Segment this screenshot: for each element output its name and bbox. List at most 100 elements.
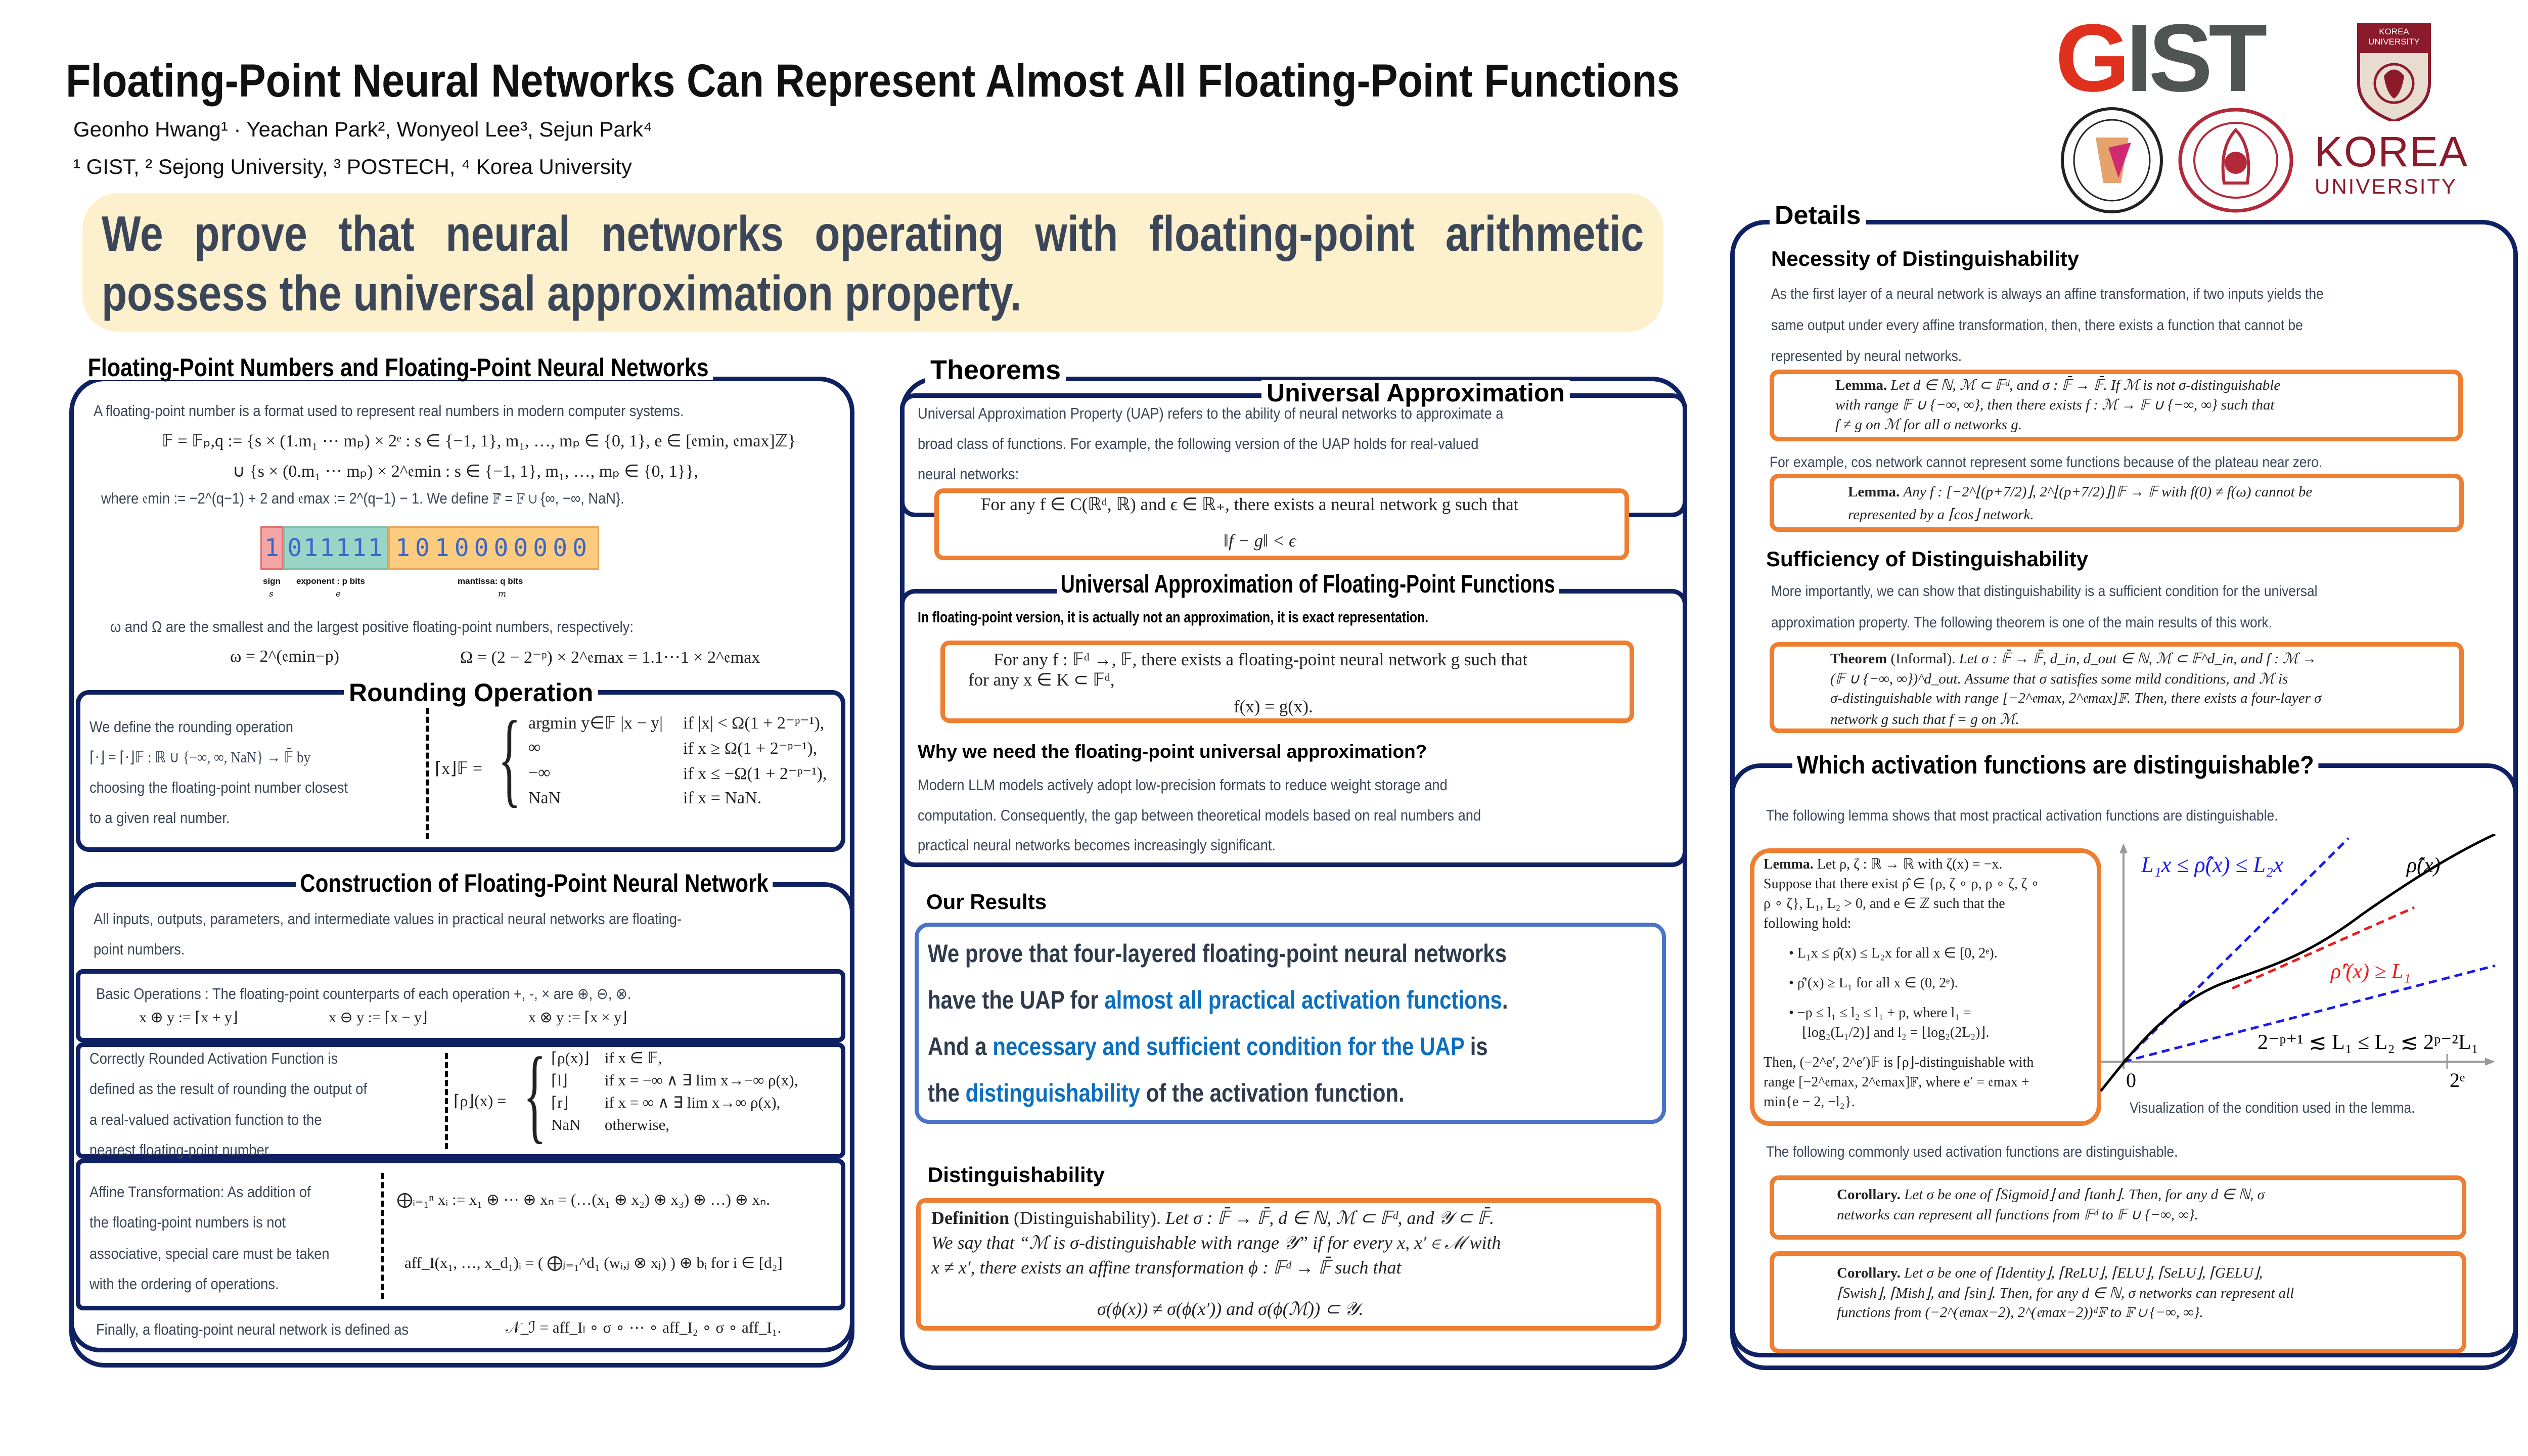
lemma-line: Suppose that there exist ρ̂ ∈ {ρ, ζ ∘ ρ,… [1764, 876, 2040, 892]
bullet-text: L₁x ≤ ρ̂(x) ≤ L₂x for all x ∈ [0, 2ᵉ). [1797, 945, 1998, 961]
fp-approximation-title: Universal Approximation of Floating-Poin… [1057, 571, 1559, 597]
poster-title: Floating-Point Neural Networks Can Repre… [66, 55, 1680, 107]
definition-line1: Definition (Distinguishability). Let σ :… [931, 1207, 1494, 1229]
activation-box [76, 1042, 845, 1159]
case-value: argmin y∈𝔽 |x − y| [528, 714, 663, 733]
which-intro: The following lemma shows that most prac… [1766, 807, 2278, 824]
mantissa-bits: 1010000000 [388, 526, 599, 570]
rounding-operation-title: Rounding Operation [344, 680, 599, 705]
oplus-def: x ⊕ y := ⌈x + y⌋ [139, 1009, 238, 1026]
theorem-line3: σ-distinguishable with range [−2^𝔢max, 2… [1830, 690, 2322, 706]
text: have the UAP for [928, 986, 1105, 1014]
ua-text-2: broad class of functions. For example, t… [918, 435, 1479, 452]
lemma-line: Lemma. Let ρ, ζ : ℝ → ℝ with ζ(x) = −x. [1764, 854, 2087, 874]
ua-theorem-line1: For any f ∈ C(ℝᵈ, ℝ) and ϵ ∈ ℝ₊, there e… [981, 494, 1519, 514]
cos-lemma-line1: Lemma. Any f : [−2^⌊(p+7/2)⌋, 2^⌊(p+7/2)… [1848, 483, 2312, 500]
case-condition: if x ≥ Ω(1 + 2⁻ᵖ⁻¹), [683, 739, 818, 758]
case-condition: if x ∈ 𝔽, [604, 1049, 662, 1067]
key-message-banner: We prove that neural networks operating … [82, 193, 1663, 332]
text: is [1464, 1032, 1488, 1061]
rounding-lhs: ⌈x⌋𝔽 = [435, 759, 483, 778]
necessity-lemma-line1: Lemma. Let d ∈ ℕ, ℳ ⊂ 𝔽ᵈ, and σ : 𝔽̄ → 𝔽… [1835, 376, 2280, 394]
case-value: ∞ [528, 738, 541, 757]
corollary-label: Corollary. [1837, 1187, 1901, 1203]
theorem-informal-box [1770, 642, 2464, 733]
which-activation-title: Which activation functions are distingui… [1792, 752, 2319, 778]
affine-text-4: with the ordering of operations. [89, 1275, 279, 1293]
x-axis-arrow [2485, 1058, 2495, 1066]
rounding-cases: argmin y∈𝔽 |x − y| if |x| < Ω(1 + 2⁻ᵖ⁻¹),… [528, 713, 827, 808]
affine-text-2: the floating-point numbers is not [89, 1213, 286, 1231]
fp-approximation-box [900, 589, 1687, 867]
fp-approximation-bold: In floating-point version, it is actuall… [918, 608, 1429, 626]
necessity-title: Necessity of Distinguishability [1771, 247, 2080, 270]
affine-text-3: associative, special care must be taken [89, 1245, 330, 1262]
corollary-2-line1: Corollary. Let σ be one of ⌈Identity⌋, ⌈… [1837, 1264, 2263, 1282]
definition-line3: x ≠ x′, there exists an affine transform… [931, 1257, 1402, 1278]
rounding-text-2: ⌈·⌋ = ⌈·⌋𝔽 : ℝ ∪ {−∞, ∞, NaN} → 𝔽̄ by [89, 748, 311, 766]
activation-text-2: defined as the result of rounding the ou… [89, 1080, 368, 1098]
sign-label: sign [263, 576, 281, 586]
final-network-formula: 𝒩_ℐ = aff_Iₗ ∘ σ ∘ ⋯ ∘ aff_I₂ ∘ σ ∘ aff_… [506, 1318, 782, 1336]
theorem-line4: network g such that f = g on ℳ. [1830, 711, 2019, 727]
theorem-text: Let σ : 𝔽̄ → 𝔽̄, d_in, d_out ∈ ℕ, ℳ ⊂ 𝔽^… [1959, 651, 2317, 667]
ua-text-3: neural networks: [918, 465, 1019, 483]
text: And a [928, 1032, 993, 1061]
sufficiency-text-1: More importantly, we can show that disti… [1771, 583, 2318, 600]
cos-example: For example, cos network cannot represen… [1770, 454, 2323, 471]
sejong-seal-logo [2177, 107, 2295, 216]
text: the [928, 1079, 966, 1107]
why-text-1: Modern LLM models actively adopt low-pre… [918, 776, 1448, 794]
definition-line4: σ(ϕ(x)) ≠ σ(ϕ(x′)) and σ(ϕ(ℳ)) ⊂ 𝒴. [1097, 1299, 1364, 1319]
results-line-3: And a necessary and sufficient condition… [928, 1023, 1508, 1070]
construction-title: Construction of Floating-Point Neural Ne… [296, 871, 773, 896]
final-network-text: Finally, a floating-point neural network… [96, 1321, 409, 1338]
corollary-label: Corollary. [1837, 1265, 1901, 1281]
university-word: UNIVERSITY [2315, 174, 2458, 198]
lemma-then: range [−2^𝔢max, 2^𝔢max]𝔽, where e′ = 𝔢ma… [1764, 1074, 2029, 1090]
fp-intro: A floating-point number is a format used… [94, 402, 684, 420]
mantissa-label: mantissa: q bits [458, 576, 523, 586]
case-condition: if |x| < Ω(1 + 2⁻ᵖ⁻¹), [683, 714, 825, 733]
korea-word: KOREA [2315, 128, 2469, 175]
affine-def-formula: aff_I(x₁, …, x_d₁)ᵢ = ( ⨁ⱼ₌₁^d₁ (wᵢ,ⱼ ⊗ … [404, 1254, 783, 1271]
fp-formula-line1: 𝔽 = 𝔽ₚ,q := {s × (1.m₁ ⋯ mₚ) × 2ᵉ : s ∈ … [162, 432, 796, 450]
lemma-label: Lemma. [1848, 484, 1900, 500]
bound-label: L₁x ≤ ρ̂(x) ≤ L₂x [2141, 852, 2283, 877]
corollary-1-line1: Corollary. Let σ be one of ⌈Sigmoid⌋ and… [1837, 1186, 2265, 1203]
seal-icon [2061, 107, 2163, 213]
affine-box [76, 1159, 845, 1310]
lemma-then: Then, (−2^e′, 2^e′)𝔽 is ⌈ρ⌋-distinguisha… [1764, 1055, 2034, 1070]
why-title: Why we need the floating-point universal… [918, 741, 1427, 762]
rho-hat-curve [2100, 834, 2496, 1092]
affine-text-1: Affine Transformation: As addition of [89, 1183, 311, 1201]
corollary-2-box [1770, 1251, 2466, 1353]
fp-theorem-line3: f(x) = g(x). [1234, 697, 1313, 716]
big-omega-formula: Ω = (2 − 2⁻ᵖ) × 2^𝔢max = 1.1⋯1 × 2^𝔢max [460, 648, 760, 667]
korea-university-shield-logo: KOREA UNIVERSITY [2356, 21, 2432, 123]
activation-divider [445, 1053, 448, 1149]
universal-approximation-title: Universal Approximation [1261, 380, 1570, 405]
why-text-2: computation. Consequently, the gap betwe… [918, 806, 1481, 824]
corollary-text: Let σ be one of ⌈Sigmoid⌋ and ⌈tanh⌋. Th… [1904, 1187, 2265, 1203]
theorems-title: Theorems [925, 356, 1066, 384]
highlight-condition: necessary and sufficient condition for t… [992, 1032, 1465, 1061]
exponent-label: exponent : p bits [296, 576, 365, 586]
activation-brace: { [523, 1036, 547, 1153]
rounding-text-4: to a given real number. [89, 809, 230, 827]
corollary-2-line3: functions from (−2^(𝔢max−2), 2^(𝔢max−2))… [1837, 1304, 2203, 1321]
lemma-text: Any f : [−2^⌊(p+7/2)⌋, 2^⌊(p+7/2)⌋]𝔽 → 𝔽… [1903, 484, 2313, 500]
basic-operations-text: Basic Operations : The floating-point co… [96, 985, 631, 1003]
results-line-1: We prove that four-layered floating-poin… [928, 939, 1507, 968]
affine-divider [381, 1173, 384, 1299]
case-value: −∞ [528, 763, 551, 782]
basic-operations-box [76, 969, 845, 1042]
our-results-box [915, 923, 1666, 1124]
gist-logo: GIST [2055, 10, 2267, 106]
construction-intro-1: All inputs, outputs, parameters, and int… [94, 910, 682, 928]
fp-theorem-line2: for any x ∈ K ⊂ 𝔽ᵈ, [968, 670, 1115, 690]
activation-cases: ⌈ρ(x)⌋if x ∈ 𝔽, ⌈l⌋if x = −∞ ∧ ∃ lim x→−… [551, 1049, 798, 1134]
case-value: ⌈ρ(x)⌋ [551, 1049, 590, 1067]
activation-lemma-box [1750, 848, 2101, 1126]
our-results-text: We prove that four-layered floating-poin… [928, 930, 1508, 1116]
